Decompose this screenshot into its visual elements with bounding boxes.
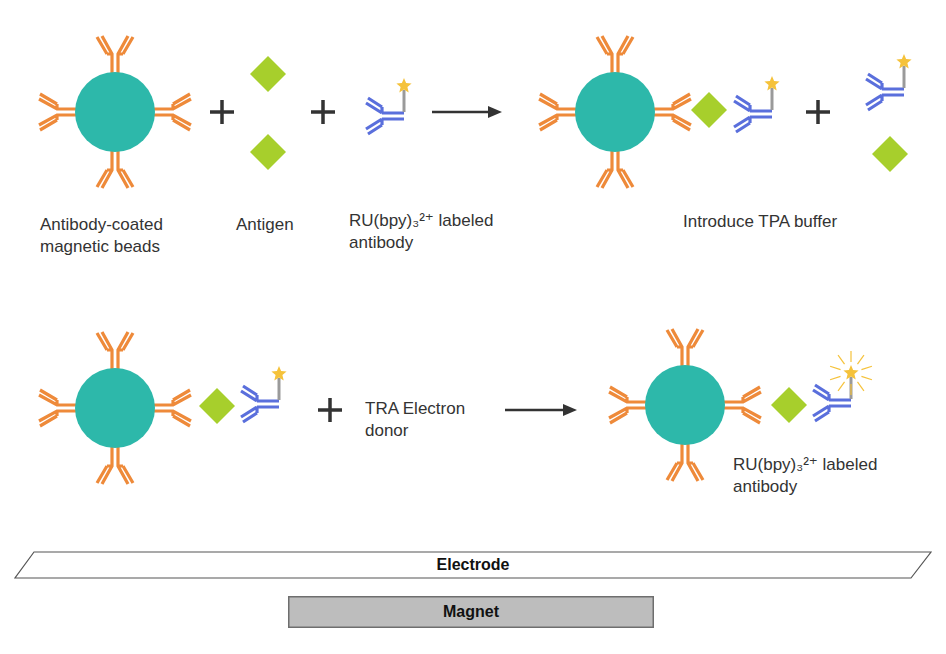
caption-label: TRA Electron donor: [365, 398, 485, 442]
labeled-antibody: [241, 366, 287, 422]
capture-antibody: [609, 387, 647, 423]
arrow-head: [563, 404, 577, 416]
capture-antibody: [97, 446, 133, 484]
capture-antibody: [597, 36, 633, 74]
capture-antibody: [97, 36, 133, 74]
labeled-antibody: [866, 54, 912, 110]
capture-antibody: [153, 390, 191, 426]
caption-label: Introduce TPA buffer: [683, 211, 883, 233]
plus-sign: [806, 100, 830, 124]
capture-antibody: [97, 150, 133, 188]
antigen-diamond: [691, 92, 727, 128]
reaction-arrow: [432, 111, 492, 114]
capture-antibody: [597, 150, 633, 188]
magnetic-bead: [539, 36, 691, 188]
capture-antibody: [97, 332, 133, 370]
plus-sign: [318, 398, 342, 422]
capture-antibody: [153, 94, 191, 130]
capture-antibody: [723, 387, 761, 423]
capture-antibody: [653, 94, 691, 130]
reaction-arrow: [505, 409, 567, 412]
arrow-head: [488, 106, 502, 118]
magnetic-bead: [39, 36, 191, 188]
antigen-diamond: [199, 388, 235, 424]
caption-label: RU(bpy)₃²⁺ labeled antibody: [349, 210, 499, 254]
magnetic-bead: [39, 332, 191, 484]
capture-antibody: [39, 94, 77, 130]
antigen-diamond: [250, 134, 286, 170]
electrode-band: Electrode: [14, 551, 932, 579]
plus-sign: [210, 100, 234, 124]
node-label: Electrode: [437, 556, 510, 574]
capture-antibody: [39, 390, 77, 426]
labeled-antibody: [366, 78, 412, 134]
labeled-antibody: [813, 351, 872, 421]
caption-label: Antigen: [236, 214, 326, 236]
caption-label: RU(bpy)₃²⁺ labeled antibody: [733, 454, 893, 498]
magnet-block: Magnet: [288, 596, 654, 628]
capture-antibody: [667, 329, 703, 367]
antigen-diamond: [771, 387, 807, 423]
antigen-diamond: [872, 136, 908, 172]
node-label: Magnet: [443, 603, 499, 621]
caption-label: Antibody-coated magnetic beads: [40, 214, 200, 258]
antigen-diamond: [250, 56, 286, 92]
labeled-antibody: [734, 76, 780, 132]
capture-antibody: [539, 94, 577, 130]
capture-antibody: [667, 443, 703, 481]
plus-sign: [311, 100, 335, 124]
